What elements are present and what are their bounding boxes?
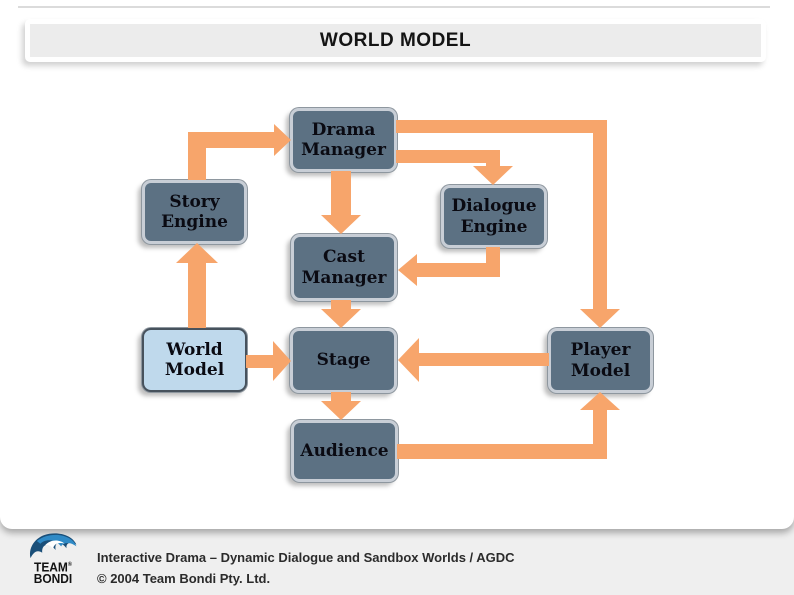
footer-line1: Interactive Drama – Dynamic Dialogue and… bbox=[97, 550, 515, 565]
node-player-model: Player Model bbox=[548, 328, 653, 393]
arrow-head bbox=[274, 124, 291, 156]
title-bar: WORLD MODEL bbox=[25, 19, 766, 62]
arrow-bar bbox=[397, 444, 607, 459]
arrow-bar bbox=[246, 355, 275, 368]
arrow-bar bbox=[331, 171, 351, 216]
arrow-head bbox=[473, 166, 513, 185]
logo-text-bondi: BONDI bbox=[33, 571, 73, 587]
footer-credits: Interactive Drama – Dynamic Dialogue and… bbox=[97, 547, 515, 589]
arrow-bar bbox=[416, 263, 500, 277]
arrow-bar bbox=[593, 120, 607, 310]
arrow-head bbox=[321, 401, 361, 420]
logo-text-team: TEAM bbox=[34, 559, 68, 575]
arrow-bar bbox=[188, 262, 206, 328]
arrow-bar bbox=[419, 353, 549, 366]
arrow-bar bbox=[486, 150, 500, 167]
team-bondi-logo: TEAM® BONDI bbox=[22, 532, 84, 585]
node-cast-manager: Cast Manager bbox=[291, 234, 397, 301]
arrow-head bbox=[321, 215, 361, 234]
node-story-engine: Story Engine bbox=[142, 180, 247, 244]
node-audience: Audience bbox=[291, 420, 398, 482]
footer-line2: © 2004 Team Bondi Pty. Ltd. bbox=[97, 571, 271, 586]
arrow-bar bbox=[331, 300, 351, 310]
node-stage: Stage bbox=[290, 328, 397, 393]
arrow-head bbox=[398, 254, 417, 286]
arrow-bar bbox=[331, 392, 351, 402]
arrow-bar bbox=[188, 132, 275, 148]
arrow-head bbox=[321, 309, 361, 328]
logo-reg-mark: ® bbox=[67, 562, 72, 568]
arrow-bar bbox=[396, 120, 607, 133]
arrow-head bbox=[580, 392, 620, 410]
arrow-head bbox=[580, 309, 620, 328]
wave-icon bbox=[30, 533, 77, 559]
arrow-bar bbox=[396, 150, 500, 163]
arrow-head bbox=[398, 338, 419, 382]
arrow-head bbox=[176, 243, 218, 263]
node-world-model: World Model bbox=[142, 328, 247, 392]
arrow-bar bbox=[593, 410, 607, 459]
top-divider bbox=[18, 6, 770, 8]
node-drama-manager: Drama Manager bbox=[290, 108, 397, 172]
node-dialogue-engine: Dialogue Engine bbox=[441, 185, 547, 248]
arrow-head bbox=[273, 341, 291, 381]
page-title: WORLD MODEL bbox=[319, 29, 472, 51]
